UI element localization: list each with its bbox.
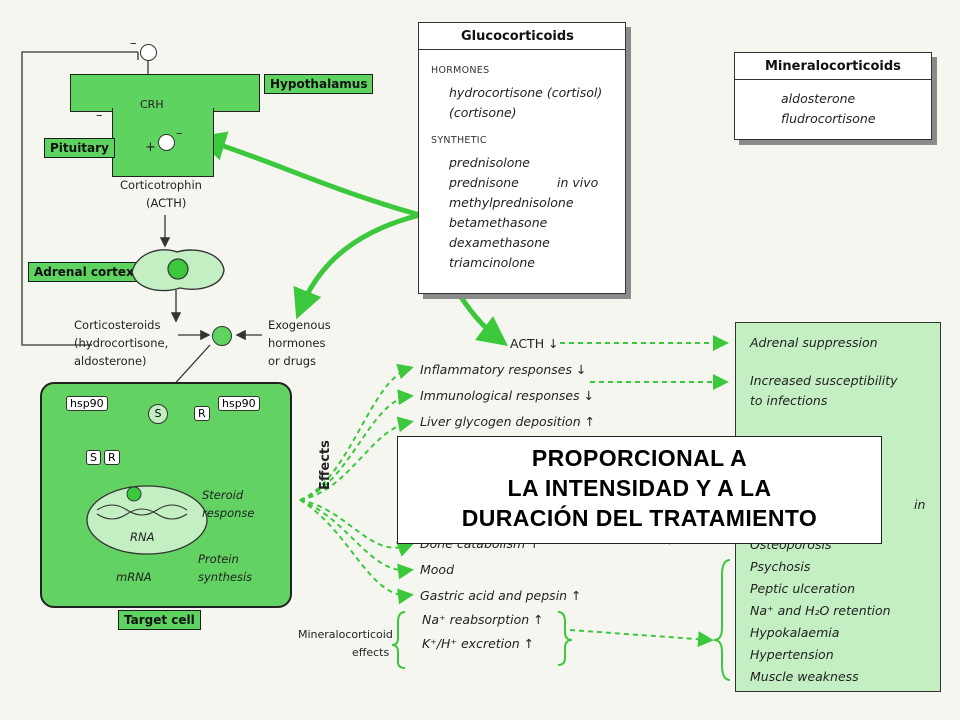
caption-line2: LA INTENSIDAD Y A LA [507,475,772,501]
glucocorticoids-title: Glucocorticoids [461,29,574,44]
minus-left: – [96,108,103,123]
plus-label: + [145,140,156,155]
synthetic-0: prednisolone [449,155,530,170]
in-vivo-label: in vivo [557,175,599,190]
exogenous-line1: Exogenous [268,318,331,332]
sr-complex-s: S [86,450,101,465]
adverse-partial: in [914,497,926,512]
mineralocorticoid-0: aldosterone [781,91,856,106]
adverse-top-1: Increased susceptibility [750,373,898,388]
target-cell: hsp90 hsp90 S R S R RNA mRNA Steroid res… [40,382,292,608]
hormone-1: (cortisone) [449,105,517,120]
effect-5: Gastric acid and pepsin ↑ [420,588,582,603]
adverse-bottom-4: Hypokalaemia [750,625,840,640]
treatment-caption-box: PROPORCIONAL A LA INTENSIDAD Y A LA DURA… [397,436,882,544]
exogenous-line2: hormones [268,336,326,350]
target-cell-label: Target cell [118,610,201,630]
steroid-circle [212,326,232,346]
pituitary-cell [158,134,175,151]
effect-1: Immunological responses ↓ [420,388,595,403]
synthetic-5: triamcinolone [449,255,535,270]
hypothalamus-neuron [140,44,157,61]
adverse-bottom-6: Muscle weakness [750,669,859,684]
protein-2: synthesis [198,570,253,584]
hsp90-a: hsp90 [66,396,108,411]
acth-line2: (ACTH) [146,196,187,210]
adverse-bottom-2: Peptic ulceration [750,581,856,596]
adverse-top-2: to infections [750,393,828,408]
effect-2: Liver glycogen deposition ↑ [420,414,596,429]
r-receptor: R [194,406,210,421]
corticosteroids-line3: aldosterone) [74,354,147,368]
minus-top: – [130,36,137,51]
adverse-bottom-3: Na⁺ and H₂O retention [750,603,891,618]
rna-label: RNA [130,530,155,544]
mineralocorticoids-panel: Mineralocorticoids aldosterone fludrocor… [734,52,932,140]
mineral-effect-1: K⁺/H⁺ excretion ↑ [422,636,535,651]
adverse-top-0: Adrenal suppression [750,335,878,350]
acth-effect: ACTH ↓ [510,336,559,351]
hormone-0: hydrocortisone (cortisol) [449,85,603,100]
pituitary-label: Pituitary [44,138,115,158]
corticosteroids-line1: Corticosteroids [74,318,161,332]
mineralocorticoid-effects-2: effects [352,646,390,659]
mineralocorticoids-divider [735,79,931,80]
synthetic-header: SYNTHETIC [431,135,487,146]
caption-line3: DURACIÓN DEL TRATAMIENTO [461,505,818,531]
crh-label: CRH [140,98,164,111]
glucocorticoids-panel: Glucocorticoids HORMONES hydrocortisone … [418,22,626,294]
exogenous-line3: or drugs [268,354,317,368]
caption-line1: PROPORCIONAL A [531,445,748,471]
mineralocorticoid-1: fludrocortisone [781,111,876,126]
effect-0: Inflammatory responses ↓ [420,362,587,377]
acth-line1: Corticotrophin [120,178,202,192]
protein-1: Protein [198,552,239,566]
synthetic-2: methylprednisolone [449,195,574,210]
mineral-effect-0: Na⁺ reabsorption ↑ [422,612,544,627]
hypothalamus-block [70,74,260,112]
adrenal-cell-shape [131,249,225,292]
synthetic-4: dexamethasone [449,235,550,250]
hsp90-b: hsp90 [218,396,260,411]
synthetic-1: prednisone [449,175,519,190]
steroid-response-2: response [202,506,255,520]
adverse-bottom-1: Psychosis [750,559,811,574]
mineralocorticoids-title: Mineralocorticoids [765,59,901,74]
adrenal-cortex-label: Adrenal cortex [28,262,140,282]
effects-label: Effects [318,440,333,490]
glucocorticoids-divider [419,49,625,50]
nucleus [86,485,208,555]
mrna-label: mRNA [116,570,152,584]
corticosteroids-line2: (hydrocortisone, [74,336,169,350]
hypothalamus-label: Hypothalamus [264,74,374,94]
adverse-bottom-5: Hypertension [750,647,834,662]
s-receptor: S [148,404,168,424]
sr-complex-r: R [104,450,120,465]
mineralocorticoid-effects-1: Mineralocorticoid [298,628,393,641]
synthetic-3: betamethasone [449,215,548,230]
minus-right: – [176,126,183,141]
hormones-header: HORMONES [431,65,490,76]
steroid-response-1: Steroid [202,488,244,502]
effect-4: Mood [420,562,455,577]
